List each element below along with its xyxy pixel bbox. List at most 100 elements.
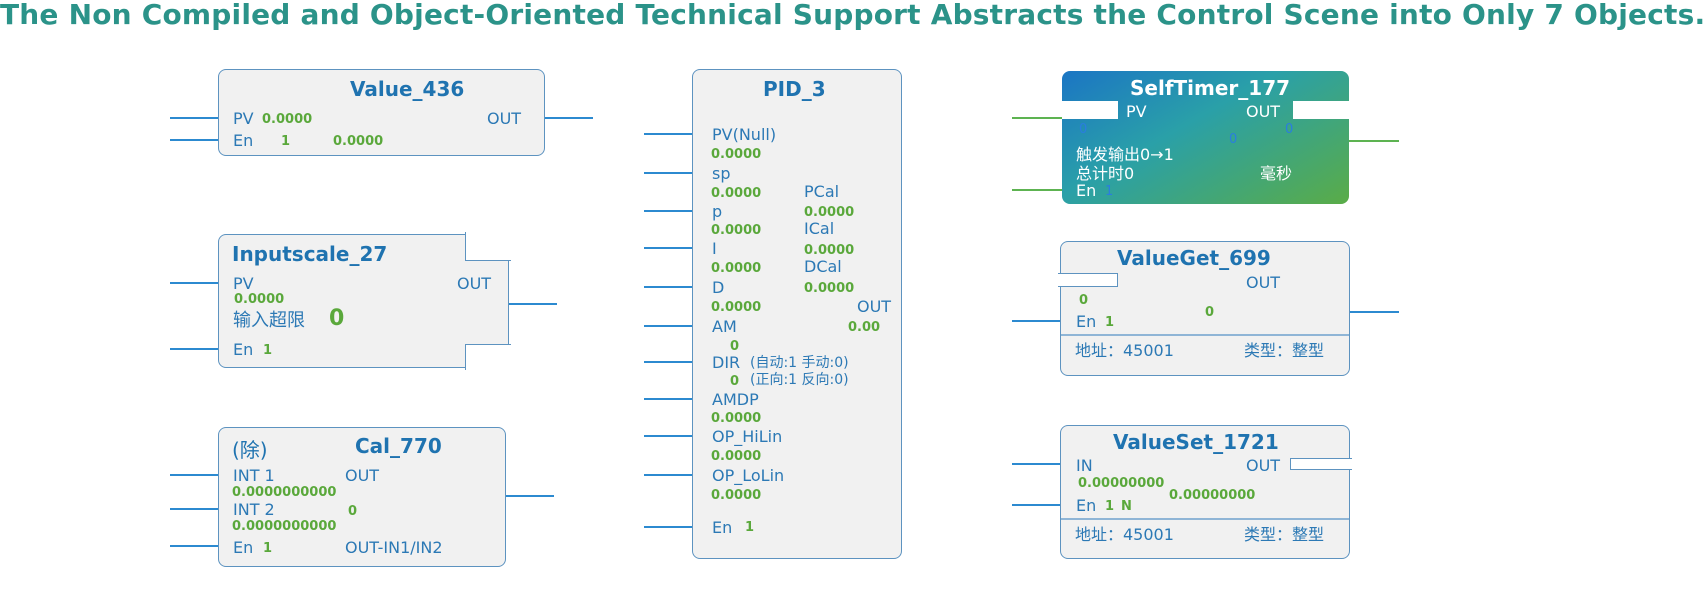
sp-input-wire [644, 172, 694, 174]
block-title: Inputscale_27 [232, 242, 388, 266]
block-title: ValueSet_1721 [1113, 430, 1279, 454]
unit-label: 毫秒 [1260, 164, 1293, 183]
out-value: 0 [1205, 305, 1215, 320]
am-input-wire [644, 325, 694, 327]
in-input-wire [1012, 463, 1062, 465]
valueset-block-body[interactable] [1060, 425, 1350, 559]
d-value: 0.0000 [711, 300, 762, 315]
formula-label: OUT-IN1/IN2 [345, 538, 443, 557]
pv-label: PV(Null) [712, 125, 777, 144]
op-hilin-value: 0.0000 [711, 449, 762, 464]
en-input-wire [1012, 320, 1062, 322]
value-block-body[interactable] [218, 69, 545, 156]
en-input-wire [644, 526, 694, 528]
i-value: 0.0000 [711, 261, 762, 276]
address-label: 地址：45001 [1075, 341, 1174, 360]
op-hilin-input-wire [644, 435, 694, 437]
out-label: OUT [1246, 456, 1281, 475]
out-label: OUT [345, 466, 380, 485]
out-label: OUT [487, 109, 522, 128]
am-label: AM [712, 317, 737, 336]
op-lolin-input-wire [644, 474, 694, 476]
valueget-block-body[interactable] [1060, 241, 1350, 376]
en-input-wire [170, 348, 220, 350]
block-title: SelfTimer_177 [1130, 76, 1291, 100]
pv-value: 0.0000 [711, 147, 762, 162]
out-label: OUT [857, 297, 892, 316]
en-value: 1 [1105, 499, 1115, 514]
selftimer-block-body[interactable] [1062, 71, 1349, 204]
en-value: 1 [263, 541, 273, 556]
in2-label: INT 2 [233, 500, 275, 519]
total-time-label: 总计时0 [1076, 164, 1135, 183]
amdp-value: 0.0000 [711, 411, 762, 426]
out-port-notch [1290, 458, 1352, 470]
out-wire [504, 495, 554, 497]
ical-label: ICal [804, 219, 835, 238]
p-input-wire [644, 210, 694, 212]
en-label: En [1076, 496, 1097, 515]
alarm-value: 0 [329, 306, 345, 331]
dir-label: DIR [712, 353, 741, 372]
pv-value: 0 [1079, 122, 1088, 137]
en-label: En [233, 131, 254, 150]
in1-value: 0.0000000000 [232, 485, 337, 500]
out-label: OUT [457, 274, 492, 293]
in-port-notch [1058, 273, 1118, 287]
p-label: p [712, 202, 723, 221]
operator-label: (除) [232, 438, 268, 462]
en-value: 1 [281, 134, 291, 149]
out-wire [507, 303, 557, 305]
en-flag: N [1121, 499, 1132, 514]
corner-notch [465, 232, 511, 261]
pv-label: PV [233, 109, 254, 128]
pv-label: PV [233, 274, 254, 293]
type-label: 类型：整型 [1244, 525, 1325, 544]
in2-value: 0.0000000000 [232, 519, 337, 534]
en-label: En [1076, 181, 1097, 200]
pv-value: 0.0000 [234, 292, 285, 307]
en-input-wire [170, 545, 220, 547]
pid-block-body[interactable] [692, 69, 902, 559]
out-label: OUT [1246, 102, 1281, 121]
block-title: PID_3 [763, 77, 826, 101]
in1-input-wire [170, 474, 220, 476]
out-value: 0.00000000 [1169, 488, 1256, 503]
inputscale-block-body[interactable] [218, 234, 509, 368]
block-title: ValueGet_699 [1117, 246, 1271, 270]
en-label: En [233, 340, 254, 359]
out-value: 0 [1285, 122, 1294, 137]
dir-note-auto: (自动:1 手动:0) [750, 355, 849, 371]
pv-label: PV [1126, 102, 1147, 121]
sp-value: 0.0000 [711, 186, 762, 201]
out-value: 0.0000 [333, 134, 384, 149]
out-port-notch [1293, 101, 1349, 119]
sp-label: sp [712, 164, 731, 183]
en-value: 1 [1105, 315, 1115, 330]
divider [1061, 334, 1349, 336]
amdp-label: AMDP [712, 390, 759, 409]
i-input-wire [644, 247, 694, 249]
corner-notch [465, 344, 511, 370]
pv-input-wire [170, 282, 220, 284]
pv-port-notch [1062, 101, 1118, 119]
en-value: 1 [263, 343, 273, 358]
mid-value: 0 [1229, 132, 1238, 147]
dir-input-wire [644, 361, 694, 363]
en-value: 1 [745, 520, 755, 535]
cal-block-body[interactable] [218, 427, 506, 567]
en-input-wire [170, 139, 220, 141]
ical-value: 0.0000 [804, 243, 855, 258]
in-value: 0.00000000 [1078, 476, 1165, 491]
pv-input-wire [1012, 117, 1064, 119]
dir-note-direction: (正向:1 反向:0) [750, 372, 849, 388]
divider [1061, 518, 1349, 520]
p-value: 0.0000 [711, 223, 762, 238]
am-value: 0 [730, 339, 740, 354]
out-value: 0 [348, 504, 358, 519]
in-label: IN [1076, 456, 1093, 475]
d-input-wire [644, 286, 694, 288]
out-wire [1347, 140, 1399, 142]
pcal-label: PCal [804, 182, 840, 201]
out-wire [543, 117, 593, 119]
